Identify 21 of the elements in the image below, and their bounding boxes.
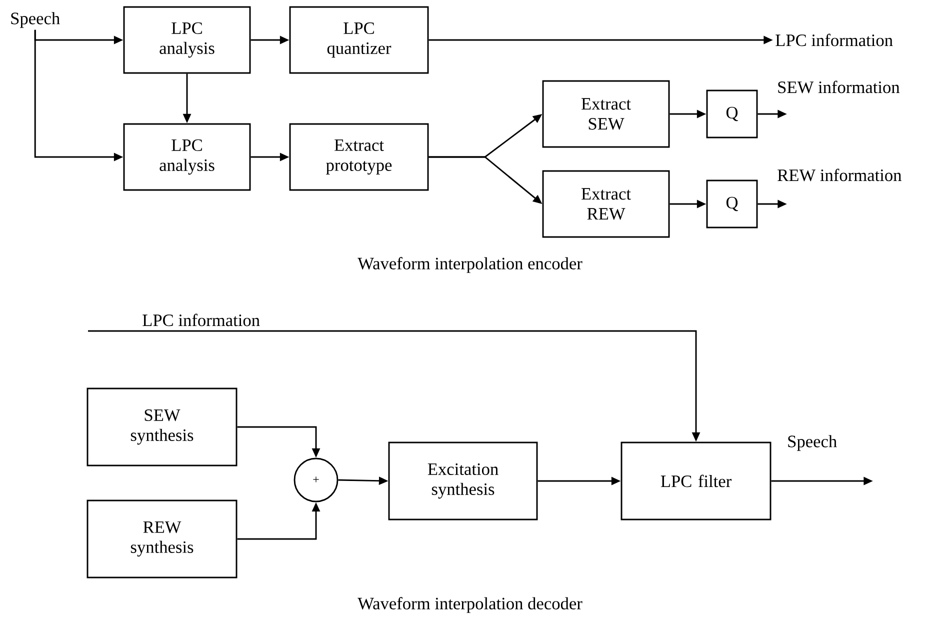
edge-label: LPC information	[140, 312, 262, 328]
process-box: Extract REW	[542, 170, 670, 238]
edge-label: REW information	[776, 167, 904, 183]
quantizer-box: Q	[706, 90, 758, 138]
process-box: REW synthesis	[86, 500, 238, 578]
process-box: Extract SEW	[542, 80, 670, 148]
process-box: LPC filter	[620, 442, 772, 520]
process-box: Extract prototype	[289, 123, 429, 191]
process-box: LPC analysis	[123, 123, 251, 191]
edge-label: SEW information	[776, 79, 902, 95]
signal-label: Speech	[11, 12, 60, 28]
summing-junction: +	[294, 458, 338, 502]
caption: Waveform interpolation encoder	[358, 257, 582, 273]
edge-label: Speech	[786, 434, 838, 452]
process-box: SEW synthesis	[86, 388, 238, 466]
caption: Waveform interpolation decoder	[358, 597, 582, 613]
quantizer-box: Q	[706, 180, 758, 228]
signal-label: LPC information	[776, 34, 893, 46]
process-box: Excitation synthesis	[388, 442, 538, 520]
process-box: LPC analysis	[123, 6, 251, 74]
process-box: LPC quantizer	[289, 6, 429, 74]
